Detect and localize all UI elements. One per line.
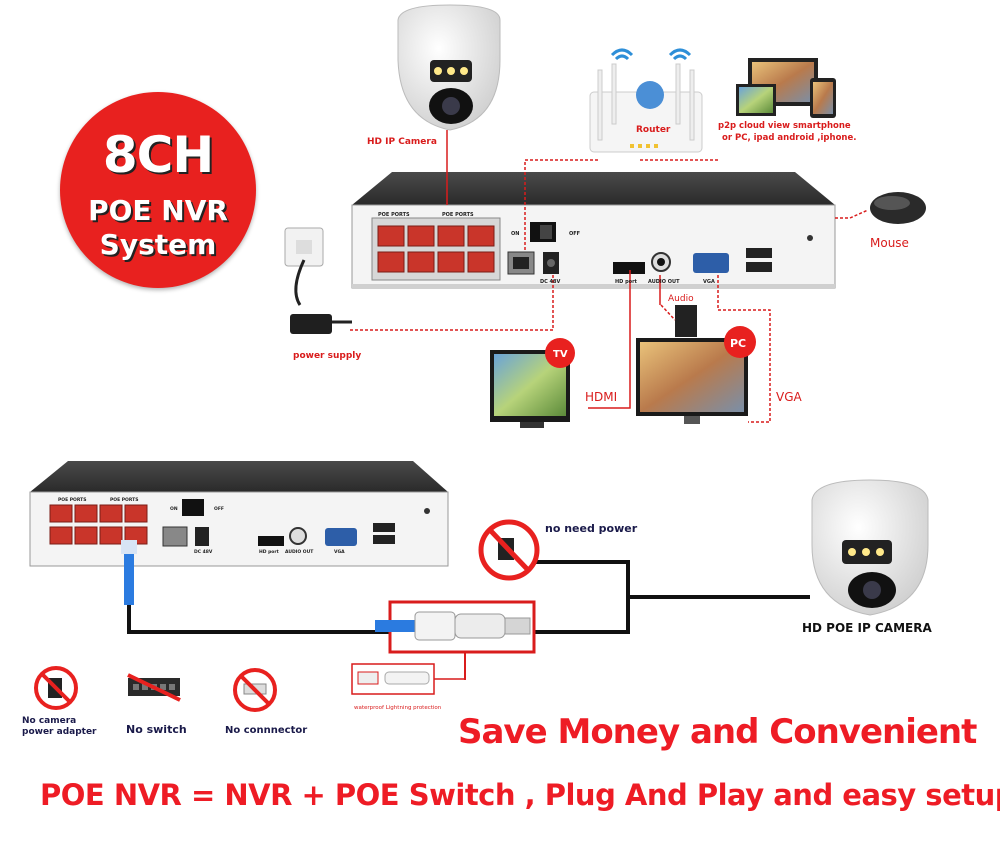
waterproof-box	[351, 663, 465, 695]
no-power-icon	[478, 519, 540, 581]
hd-port-label: HD port	[615, 279, 638, 285]
poe-ports-label-b2: POE PORTS	[110, 497, 138, 503]
poe-ports-label-b1: POE PORTS	[58, 497, 86, 503]
label-p2p-line1: p2p cloud view smartphone	[718, 121, 851, 131]
nvr-bottom	[29, 461, 449, 567]
no-camera-adapter-icon	[34, 666, 78, 710]
poe-ports-top	[371, 217, 501, 281]
hd-port-label-b: HD port	[259, 549, 280, 555]
power-adapter	[290, 314, 352, 334]
label-no-connector: No connnector	[225, 725, 307, 736]
poe-ports-label-2: POE PORTS	[442, 212, 474, 218]
poe-camera-bottom	[811, 479, 929, 616]
vga-port-label: VGA	[703, 279, 715, 285]
label-mouse: Mouse	[870, 236, 909, 250]
label-no-camera-2: power adapter	[22, 727, 97, 737]
pc-monitor	[636, 326, 756, 424]
label-no-camera-1: No camera	[22, 716, 76, 726]
wall-outlet	[284, 227, 324, 306]
label-audio: Audio	[668, 294, 694, 304]
badge-line1: 8CH	[102, 126, 214, 184]
label-waterproof: waterproof Lightning protection	[354, 705, 442, 711]
poe-ports-bottom	[49, 504, 148, 545]
poe-connector-box	[375, 600, 536, 680]
top-connection-lines	[350, 130, 869, 423]
tv	[490, 338, 575, 428]
label-no-need-power: no need power	[545, 522, 638, 535]
system-badge: 8CH POE NVR System	[60, 92, 256, 288]
no-connector-icon	[233, 668, 277, 712]
nvr-top	[351, 172, 836, 289]
router	[589, 48, 703, 153]
label-p2p-line2: or PC, ipad android ,iphone.	[722, 133, 856, 143]
audio-out-label-b: AUDIO OUT	[285, 549, 314, 555]
label-hd-ip-camera: HD IP Camera	[367, 137, 437, 147]
bottom-cable	[127, 560, 810, 634]
on-label: ON	[511, 231, 519, 237]
vga-port-label-b: VGA	[334, 549, 345, 555]
label-no-switch: No switch	[126, 723, 187, 736]
footer-tagline: POE NVR = NVR + POE Switch , Plug And Pl…	[40, 778, 1000, 812]
badge-line3: System	[99, 228, 217, 261]
label-pc: PC	[730, 337, 746, 350]
label-hd-poe-ip-camera: HD POE IP CAMERA	[802, 621, 932, 635]
headline: Save Money and Convenient	[458, 712, 977, 752]
no-switch-icon	[127, 673, 181, 702]
dc-label-b: DC 48V	[194, 549, 213, 555]
label-router: Router	[636, 125, 671, 135]
label-tv: TV	[553, 349, 568, 360]
label-vga: VGA	[776, 390, 803, 404]
speaker	[675, 305, 697, 337]
rj45-plug	[121, 540, 137, 605]
dc-label: DC 48V	[540, 279, 561, 285]
mouse	[870, 192, 926, 224]
label-power-supply: power supply	[293, 351, 361, 361]
ip-camera-top	[397, 4, 501, 131]
poe-ports-label-1: POE PORTS	[378, 212, 410, 218]
off-label-b: OFF	[214, 506, 224, 512]
devices-collage	[736, 58, 836, 118]
label-hdmi: HDMI	[585, 390, 617, 404]
on-label-b: ON	[170, 506, 178, 512]
audio-out-label: AUDIO OUT	[648, 279, 680, 285]
badge-line2: POE NVR	[88, 194, 228, 227]
off-label: OFF	[569, 231, 580, 237]
